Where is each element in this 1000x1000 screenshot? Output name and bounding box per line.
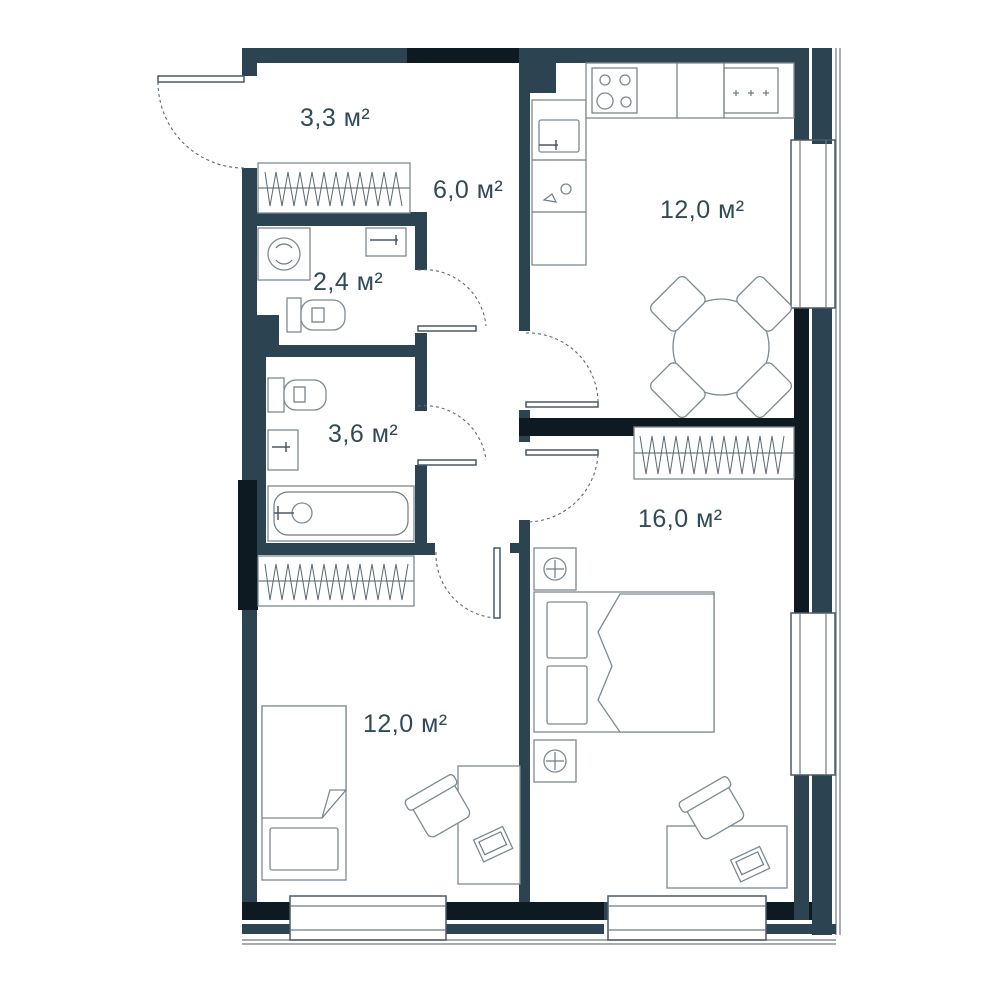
- desk: [457, 765, 521, 885]
- area-label-bedroom-large: 16,0 м²: [638, 505, 723, 533]
- room-labels: 3,3 м² 6,0 м² 12,0 м² 2,4 м² 3,6 м² 16,0…: [300, 104, 745, 738]
- small-bedroom-furniture: [261, 705, 521, 885]
- fridge-icon: [723, 67, 779, 114]
- wardrobe-small-bedroom: [257, 555, 415, 607]
- area-label-bathroom: 3,6 м²: [328, 420, 398, 448]
- doors: [157, 75, 599, 619]
- toilet-icon: [286, 297, 346, 333]
- nightstand-icon: [533, 739, 577, 783]
- wardrobe-entry: [257, 162, 411, 214]
- laptop-icon: [729, 845, 771, 883]
- armchair-icon: [404, 774, 471, 838]
- dining-table-set: [650, 276, 792, 418]
- wc-furniture: [257, 227, 407, 333]
- toilet-icon: [267, 377, 327, 413]
- area-label-entry: 3,3 м²: [300, 104, 370, 132]
- area-label-hall: 6,0 м²: [433, 176, 503, 204]
- area-label-wc: 2,4 м²: [313, 268, 383, 296]
- bathroom-furniture: [267, 377, 415, 542]
- single-bed: [261, 705, 347, 881]
- cooktop-icon: [591, 67, 638, 114]
- desk: [666, 825, 788, 889]
- double-bed: [533, 591, 715, 733]
- wardrobes: [257, 162, 795, 607]
- outer-walls: [238, 48, 841, 945]
- bathtub-icon: [267, 485, 415, 542]
- laptop-icon: [472, 825, 514, 863]
- dishwasher-icon: [542, 183, 572, 203]
- area-label-kitchen: 12,0 м²: [660, 196, 745, 224]
- windows: [289, 139, 836, 941]
- armchair-icon: [678, 776, 745, 840]
- area-label-bedroom-small: 12,0 м²: [363, 710, 448, 738]
- kitchen-furniture: [531, 62, 795, 418]
- large-bedroom-furniture: [533, 547, 788, 889]
- wardrobe-large-bedroom: [633, 426, 795, 480]
- nightstand-icon: [533, 547, 577, 591]
